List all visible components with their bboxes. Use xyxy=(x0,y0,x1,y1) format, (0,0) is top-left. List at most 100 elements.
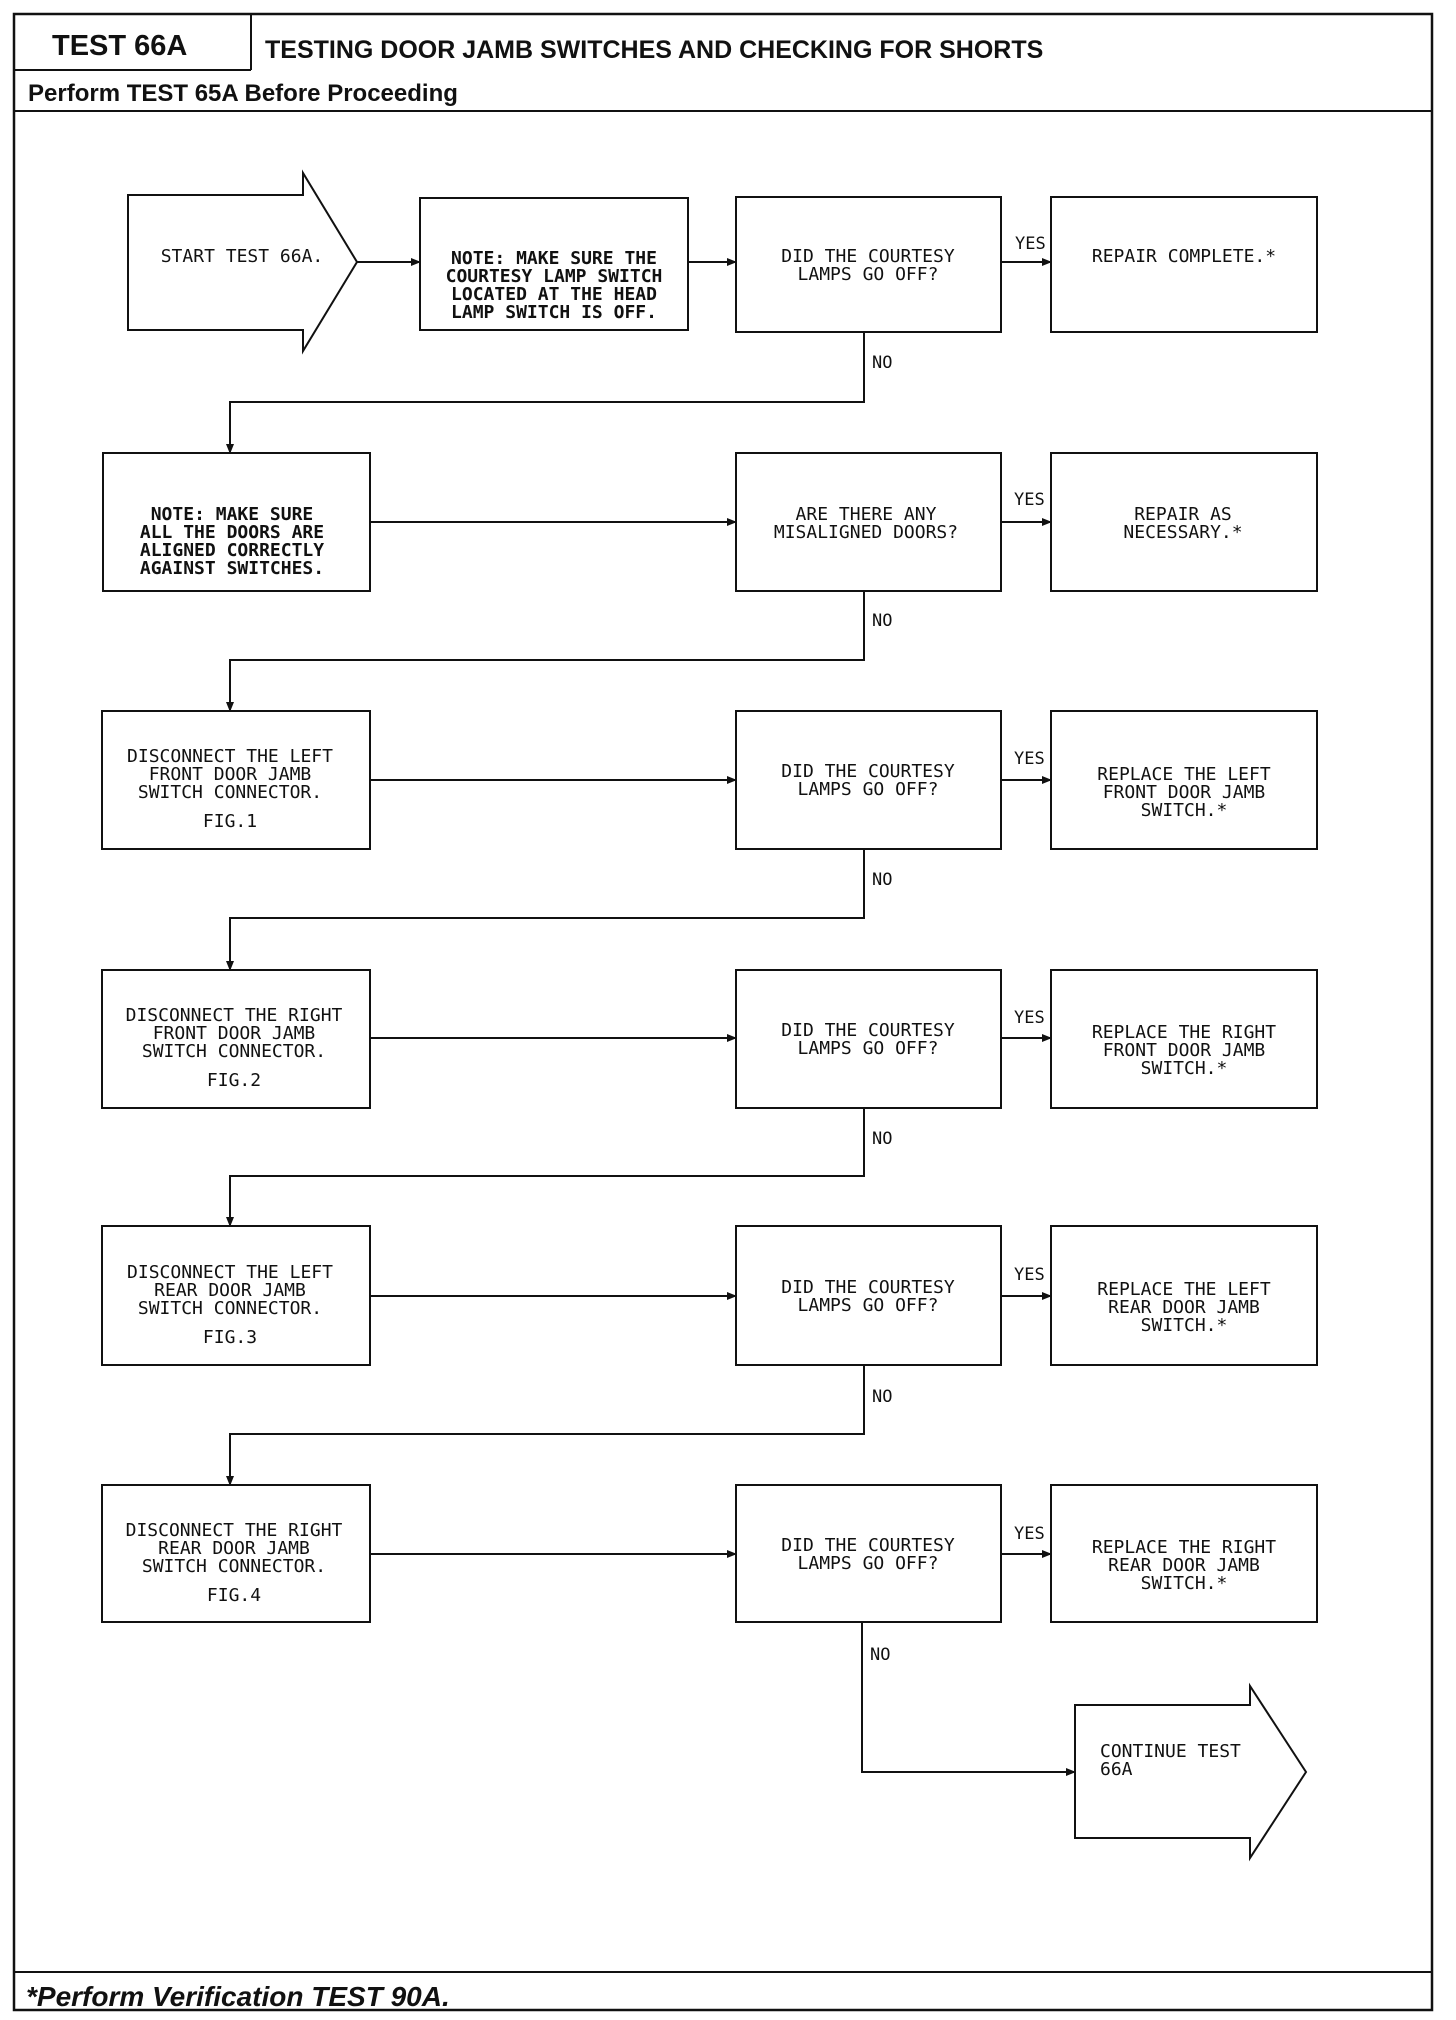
flow-text-line: SWITCH CONNECTOR. xyxy=(138,1298,322,1319)
q5-no-label: NO xyxy=(872,1387,892,1407)
flow-text-line: LAMPS GO OFF? xyxy=(798,1295,939,1316)
flow-text-line: SWITCH.* xyxy=(1141,1058,1228,1079)
test-id: TEST 66A xyxy=(52,30,187,62)
result-repair-complete-text: REPAIR COMPLETE.* xyxy=(1092,246,1276,267)
flow-text-line: AGAINST SWITCHES. xyxy=(140,558,324,579)
q4-yes-label: YES xyxy=(1014,1008,1045,1028)
flow-text-line: DISCONNECT THE RIGHT xyxy=(126,1005,343,1026)
flow-text-line: FRONT DOOR JAMB xyxy=(153,1023,316,1044)
decision-q1-box xyxy=(735,196,1002,333)
flow-text-line: FRONT DOOR JAMB xyxy=(149,764,312,785)
start-test-arrow xyxy=(127,169,359,355)
flow-text-line: DID THE COURTESY xyxy=(781,1535,955,1556)
decision-q4-box xyxy=(735,969,1002,1109)
flow-text-line: DISCONNECT THE LEFT xyxy=(127,746,333,767)
q2-yes-label: YES xyxy=(1014,490,1045,510)
q1-no-label: NO xyxy=(872,353,892,373)
q1-no-connector xyxy=(226,332,865,454)
continue-test-arrow xyxy=(1074,1682,1308,1862)
flow-text-line: REPAIR COMPLETE.* xyxy=(1092,246,1276,267)
q1-yes-label: YES xyxy=(1015,234,1046,254)
q4-no-connector xyxy=(226,1108,865,1227)
decision-q3-box xyxy=(735,710,1002,850)
result-replace-right-front-box xyxy=(1050,969,1318,1109)
flow-text-line: LAMPS GO OFF? xyxy=(798,1553,939,1574)
flow-text-line: LOCATED AT THE HEAD xyxy=(451,284,657,305)
flow-text-line: LAMP SWITCH IS OFF. xyxy=(451,302,657,323)
decision-q6-box xyxy=(735,1484,1002,1623)
decision-q5-box xyxy=(735,1225,1002,1366)
flow-text-line: REPLACE THE RIGHT xyxy=(1092,1022,1276,1043)
q3-no-label: NO xyxy=(872,870,892,890)
flow-text-line: MISALIGNED DOORS? xyxy=(774,522,958,543)
result-replace-left-front-box xyxy=(1050,710,1318,850)
flow-text-line: ALL THE DOORS ARE xyxy=(140,522,324,543)
flow-text-line: LAMPS GO OFF? xyxy=(798,264,939,285)
flow-text-line: NOTE: MAKE SURE xyxy=(151,504,314,525)
result-repair-complete-box xyxy=(1050,196,1318,333)
flow-text-line: REPLACE THE LEFT xyxy=(1097,764,1271,785)
note-courtesy-switch-box xyxy=(419,197,689,331)
flow-text-line: FIG.3 xyxy=(203,1327,257,1348)
flow-text-line: REPLACE THE LEFT xyxy=(1097,1279,1271,1300)
page-border xyxy=(12,12,1434,2012)
q6-no-connector xyxy=(861,1622,1076,1776)
flow-text-line: REAR DOOR JAMB xyxy=(1108,1555,1260,1576)
flow-text-line: REAR DOOR JAMB xyxy=(1108,1297,1260,1318)
q3-yes-label: YES xyxy=(1014,749,1045,769)
flow-text-line: DID THE COURTESY xyxy=(781,1020,955,1041)
flow-text-line: NOTE: MAKE SURE THE xyxy=(451,248,657,269)
page-title: TESTING DOOR JAMB SWITCHES AND CHECKING … xyxy=(265,36,1043,64)
flow-text-line: REPLACE THE RIGHT xyxy=(1092,1537,1276,1558)
step-right-front-switch-box xyxy=(101,969,371,1109)
q5-no-connector xyxy=(226,1365,865,1486)
start-test-text: START TEST 66A. xyxy=(161,246,324,267)
flow-text-line: LAMPS GO OFF? xyxy=(798,779,939,800)
flow-text-line: FIG.1 xyxy=(203,811,257,832)
flow-text-line: SWITCH CONNECTOR. xyxy=(142,1556,326,1577)
decision-q2-box xyxy=(735,452,1002,592)
verification-footnote: *Perform Verification TEST 90A. xyxy=(26,1981,450,2012)
q6-no-label: NO xyxy=(870,1645,890,1665)
flow-text-line: FRONT DOOR JAMB xyxy=(1103,1040,1266,1061)
flow-text-line: 66A xyxy=(1100,1759,1133,1780)
flow-text-line: SWITCH CONNECTOR. xyxy=(142,1041,326,1062)
q2-no-label: NO xyxy=(872,611,892,631)
result-replace-left-rear-box xyxy=(1050,1225,1318,1366)
flow-text-line: SWITCH.* xyxy=(1141,1315,1228,1336)
result-repair-as-necessary-box xyxy=(1050,452,1318,592)
step-left-rear-switch-box xyxy=(101,1225,371,1366)
q3-no-connector xyxy=(226,849,865,971)
flow-text-line: LAMPS GO OFF? xyxy=(798,1038,939,1059)
step-right-rear-switch-box xyxy=(101,1484,371,1623)
flow-text-line: REAR DOOR JAMB xyxy=(154,1280,306,1301)
step-left-front-switch-box xyxy=(101,710,371,850)
flow-text-line: SWITCH.* xyxy=(1141,800,1228,821)
q5-yes-label: YES xyxy=(1014,1265,1045,1285)
flow-text-line: ARE THERE ANY xyxy=(796,504,937,525)
flow-text-line: FIG.4 xyxy=(207,1585,261,1606)
q6-yes-label: YES xyxy=(1014,1524,1045,1544)
q4-no-label: NO xyxy=(872,1129,892,1149)
flow-text-line: FRONT DOOR JAMB xyxy=(1103,782,1266,803)
flow-text-line: START TEST 66A. xyxy=(161,246,324,267)
flow-text-line: ALIGNED CORRECTLY xyxy=(140,540,324,561)
flow-text-line: COURTESY LAMP SWITCH xyxy=(446,266,663,287)
flow-text-line: REAR DOOR JAMB xyxy=(158,1538,310,1559)
flow-text-line: DID THE COURTESY xyxy=(781,1277,955,1298)
